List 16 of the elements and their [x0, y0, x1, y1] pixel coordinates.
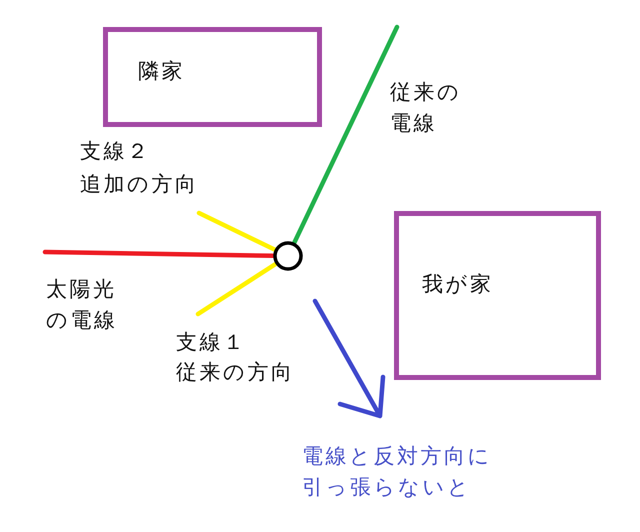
note-text: 電線と反対方向に引っ張らないと	[302, 443, 493, 501]
line-label: 追加の方向	[80, 171, 198, 198]
house-box	[394, 211, 601, 380]
house-box	[103, 27, 322, 127]
guy-wire	[196, 210, 277, 252]
line-label: 太陽光の電線	[46, 276, 118, 334]
line-label: 従来の方向	[176, 359, 294, 386]
house-label: 我が家	[422, 271, 494, 298]
line-label: 従来の電線	[390, 79, 462, 137]
pole-circle	[272, 240, 304, 272]
power-line	[292, 24, 400, 245]
house-label: 隣家	[138, 58, 185, 85]
power-line	[42, 250, 276, 258]
line-label: 支線１	[176, 329, 246, 356]
guy-wire	[196, 262, 278, 316]
line-label: 支線２	[80, 138, 150, 165]
